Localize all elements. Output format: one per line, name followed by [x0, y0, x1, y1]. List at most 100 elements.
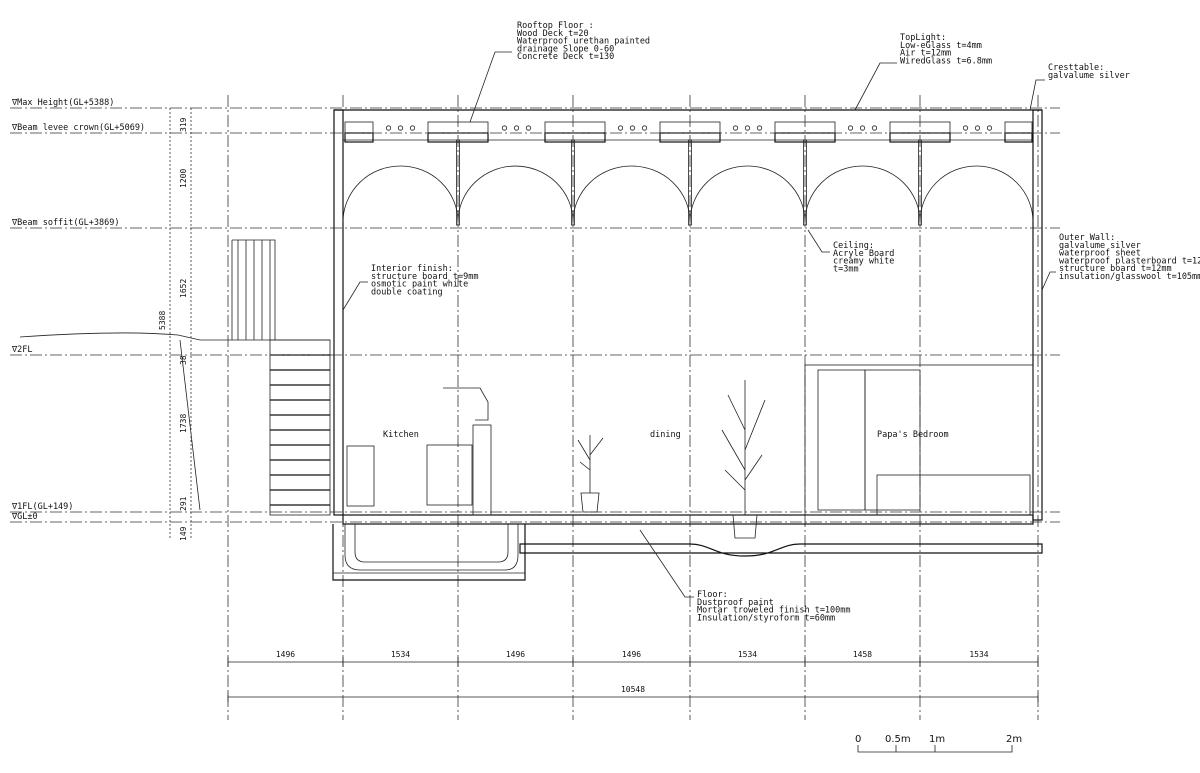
scale-bar-line — [857, 745, 1013, 753]
level-label: ∇Max Height(GL+5388) — [11, 98, 114, 108]
drain-hole — [629, 125, 636, 131]
ground-line — [19, 332, 330, 341]
kitchen-pit — [344, 524, 519, 571]
annotations: Rooftop Floor :Wood Deck t=20Waterproof … — [342, 21, 1200, 623]
annotation-rooftop: Rooftop Floor :Wood Deck t=20Waterproof … — [469, 21, 650, 123]
slope-line — [179, 339, 201, 511]
dimension-label: 291 — [179, 496, 188, 511]
ceiling-arch — [804, 165, 921, 223]
leader-line — [342, 281, 368, 311]
drain-hole — [744, 125, 751, 131]
kitchen-pit-inner — [354, 524, 509, 563]
drain-hole — [871, 125, 878, 131]
pit-foundation — [332, 524, 526, 581]
span-dimension-label: 1534 — [738, 650, 757, 659]
ceiling-arch — [572, 165, 691, 223]
drain-hole — [974, 125, 981, 131]
ceiling-arch — [457, 165, 574, 223]
annotation-line: double coating — [371, 287, 443, 297]
stair-treads-frame — [269, 339, 331, 516]
dimension-label: 1200 — [179, 169, 188, 188]
room-label-kitchen: Kitchen — [383, 430, 419, 440]
drain-hole — [986, 125, 993, 131]
annotation-line: insulation/glasswool t=105mm — [1059, 272, 1200, 282]
roof-hatched-deck — [1004, 132, 1033, 143]
floor-slab — [342, 514, 1034, 525]
scale-label-1m: 1m — [929, 734, 945, 745]
plant-pot-tree — [732, 514, 758, 539]
annotation-line: WiredGlass t=6.8mm — [900, 56, 992, 66]
dimension-label: 1652 — [179, 279, 188, 298]
annotation-line: drainage Slope 0-60 — [517, 44, 614, 54]
annotation-line: Insulation/styroform t=60mm — [697, 613, 835, 623]
room-label-dining: dining — [650, 430, 681, 440]
roof-hatched-deck — [544, 132, 606, 143]
stair-railing — [231, 239, 276, 340]
leader-line — [469, 51, 512, 123]
level-label: ∇Beam levee crown(GL+5069) — [11, 123, 145, 133]
annotation-interior: Interior finish:structure board t=9mmosm… — [342, 264, 478, 311]
ceiling-arch — [689, 165, 806, 223]
drain-hole — [617, 125, 624, 131]
annotation-line: structure board t=12mm — [1059, 264, 1172, 274]
annotation-line: Cresttable: — [1048, 63, 1104, 73]
level-markers: ∇Max Height(GL+5388) ∇Beam levee crown(GL… — [10, 98, 1060, 523]
annotation-line: Wood Deck t=20 — [517, 29, 589, 39]
annotation-line: Ceiling: — [833, 241, 874, 251]
level-label: ∇2FL — [11, 345, 32, 355]
bed — [876, 474, 1031, 516]
drain-hole — [385, 125, 392, 131]
annotation-line: creamy white — [833, 257, 894, 267]
level-label: ∇Beam soffit(GL+3869) — [11, 218, 119, 228]
dimension-label: 1738 — [179, 414, 188, 433]
building-structure — [332, 109, 1043, 581]
roof-units — [344, 121, 1033, 143]
ceiling-arch — [342, 165, 459, 223]
annotation-line: Rooftop Floor : — [517, 21, 594, 31]
annotation-line: waterproof sheet — [1059, 249, 1141, 259]
span-dimension-label: 1496 — [276, 650, 295, 659]
roof-hatched-deck — [344, 132, 374, 143]
dimension-label-total-height: 5388 — [158, 311, 167, 330]
ceiling-arches — [342, 139, 1034, 226]
span-dimension-label: 1534 — [391, 650, 410, 659]
annotation-line: galvalume silver — [1048, 71, 1130, 81]
grid-lines — [227, 95, 1039, 720]
annotation-line: Floor: — [697, 590, 728, 600]
kitchen-cabinet — [426, 444, 473, 506]
drain-hole — [962, 125, 969, 131]
leader-line — [1029, 79, 1045, 111]
level-label: ∇GL±0 — [11, 512, 38, 522]
foundation-slab — [519, 543, 1043, 557]
skylight-unit — [544, 121, 606, 134]
dimension-label: 149 — [179, 526, 188, 541]
plant-small — [577, 435, 604, 493]
leader-line — [807, 229, 830, 253]
leader-line — [1041, 271, 1056, 291]
dimension-label: 38 — [179, 355, 188, 365]
annotation-line: galvalume silver — [1059, 241, 1141, 251]
drain-hole — [732, 125, 739, 131]
annotation-line: Low-eGlass t=4mm — [900, 41, 982, 51]
drain-hole — [501, 125, 508, 131]
annotation-line: t=3mm — [833, 264, 859, 274]
scale-label-half: 0.5m — [885, 734, 911, 745]
sliding-door-2 — [864, 369, 921, 511]
annotation-line: Outer Wall: — [1059, 233, 1115, 243]
annotation-line: Interior finish: — [371, 264, 453, 274]
annotation-cresttable: Cresttable:galvalume silver — [1029, 63, 1130, 111]
staircase — [19, 239, 331, 516]
plants — [577, 380, 766, 539]
scale-bar: 0 0.5m 1m 2m — [855, 734, 1022, 753]
annotation-line: Mortar troweled finish t=100mm — [697, 606, 851, 616]
room-label-bedroom: Papa's Bedroom — [877, 430, 949, 440]
beam-post — [688, 139, 692, 226]
drain-hole — [641, 125, 648, 131]
level-label: ∇1FL(GL+149) — [11, 502, 73, 512]
